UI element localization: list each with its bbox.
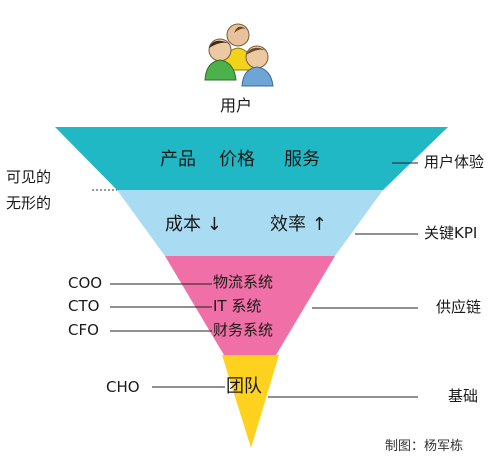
band-base	[222, 355, 279, 448]
user-experience-callout: 用户体验	[424, 153, 485, 171]
product-label: 产品	[160, 149, 196, 170]
cto-label: CTO	[68, 297, 100, 315]
finance-system-label: 财务系统	[213, 321, 274, 339]
band-supply	[165, 256, 335, 355]
foundation-callout: 基础	[448, 387, 479, 405]
visible-label: 可见的	[6, 168, 52, 186]
team-label: 团队	[226, 376, 262, 397]
invisible-label: 无形的	[6, 194, 52, 212]
band-visible	[55, 127, 448, 190]
price-label: 价格	[219, 149, 255, 170]
cfo-label: CFO	[68, 321, 99, 339]
cho-label: CHO	[106, 378, 140, 396]
user-label: 用户	[220, 96, 253, 115]
chart-credit: 制图：杨军栋	[385, 439, 464, 454]
it-system-label: IT 系统	[213, 297, 262, 315]
service-label: 服务	[284, 149, 320, 170]
cost-down-label: 成本 ↓	[165, 214, 222, 235]
coo-label: COO	[68, 274, 103, 292]
efficiency-up-label: 效率 ↑	[270, 214, 327, 235]
supply-chain-callout: 供应链	[436, 298, 482, 316]
users-group-icon	[204, 23, 274, 87]
logistics-system-label: 物流系统	[213, 273, 274, 291]
band-efficiency	[117, 190, 383, 256]
key-kpi-callout: 关键KPI	[424, 224, 478, 242]
